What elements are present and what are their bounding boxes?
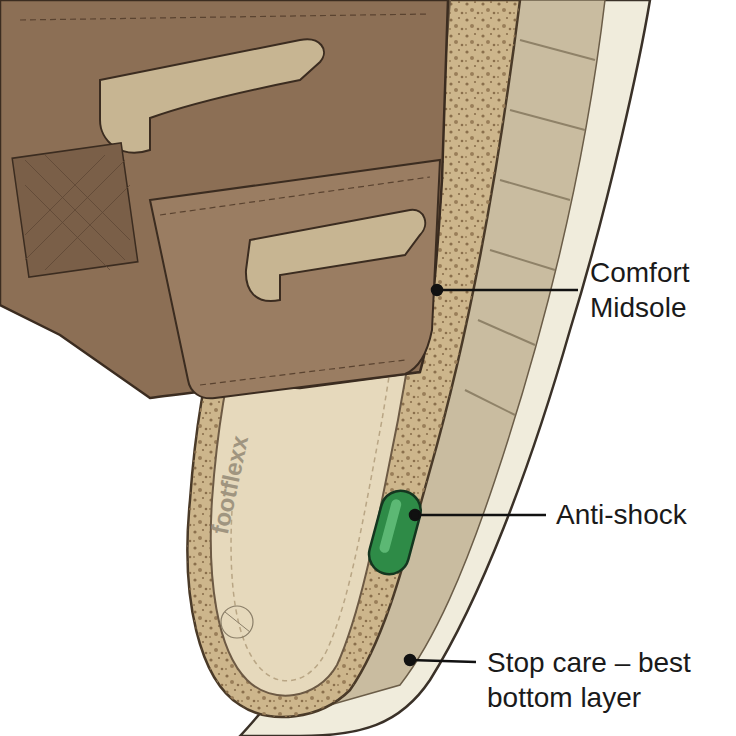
strap-front <box>150 160 440 398</box>
part-label: Anti-shock <box>556 497 731 532</box>
leader-line <box>437 289 578 292</box>
size-stamp <box>221 606 253 638</box>
strap-slot <box>246 210 425 301</box>
part-label: Comfort Midsole <box>590 255 730 325</box>
leader-dot <box>405 655 415 665</box>
anti-shock-insert <box>378 498 402 554</box>
mesh-panel <box>12 143 138 277</box>
part-label: Stop care – best bottom layer <box>487 645 729 715</box>
strap <box>0 0 448 398</box>
size-stamp <box>225 612 250 632</box>
strap-slot <box>100 39 324 152</box>
leader-line <box>410 660 476 662</box>
leader-dot <box>410 510 420 520</box>
leader-dot <box>432 285 442 295</box>
anti-shock-insert <box>365 486 426 578</box>
leader-line <box>415 514 546 517</box>
mesh-panel <box>25 155 130 270</box>
